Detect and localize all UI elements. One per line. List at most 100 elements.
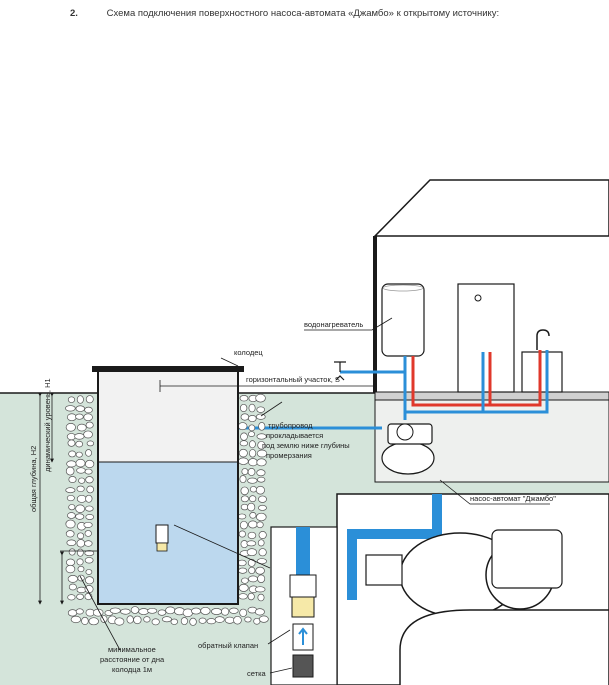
- heading-number: 2.: [70, 8, 78, 19]
- gravel-stone: [180, 617, 188, 626]
- gravel-stone: [83, 430, 93, 439]
- gravel-stone: [84, 540, 93, 547]
- gravel-stone: [85, 449, 92, 457]
- label-pipeline-line-3: под землю ниже глубины: [262, 441, 350, 450]
- gravel-stone: [247, 592, 255, 601]
- gravel-stone: [83, 521, 93, 528]
- gravel-stone: [246, 548, 258, 557]
- gravel-stone: [239, 395, 249, 402]
- gravel-stone: [85, 513, 95, 520]
- gravel-stone: [66, 460, 77, 468]
- gravel-stone: [249, 440, 256, 449]
- gravel-stone: [239, 520, 248, 530]
- gravel-stone: [249, 486, 257, 493]
- gravel-stone: [248, 403, 256, 413]
- gravel-stone: [77, 532, 85, 540]
- sink: [521, 329, 563, 393]
- gravel-stone: [258, 495, 267, 503]
- gravel-stone: [258, 504, 267, 511]
- gravel-stone: [66, 539, 77, 546]
- gravel-stone: [233, 615, 242, 625]
- flow-up-arrow-icon: [298, 627, 308, 645]
- gravel-stone: [143, 616, 151, 623]
- gravel-stone: [182, 608, 193, 618]
- gravel-stone: [211, 608, 223, 615]
- gravel-stone: [255, 393, 266, 403]
- gravel-stone: [257, 593, 265, 602]
- gravel-stone: [165, 606, 176, 615]
- gravel-stone: [76, 423, 87, 432]
- gravel-stone: [109, 607, 121, 614]
- gravel-stone: [240, 413, 250, 421]
- gravel-stone: [76, 467, 86, 474]
- gravel-stone: [76, 494, 87, 503]
- shower-head-icon: [474, 294, 482, 302]
- gravel-stone: [238, 593, 248, 600]
- gravel-stone: [81, 616, 89, 625]
- gravel-stone: [255, 413, 266, 420]
- gravel-stone: [257, 574, 266, 583]
- label-water-heater: водонагреватель: [304, 320, 363, 329]
- gravel-stone: [84, 468, 93, 475]
- gravel-stone: [240, 495, 249, 503]
- gravel-stone: [241, 468, 249, 475]
- gravel-stone: [84, 550, 95, 557]
- gravel-stone: [247, 558, 256, 567]
- gravel-stone: [238, 567, 248, 574]
- gravel-stone: [75, 451, 83, 458]
- gravel-stone: [258, 615, 269, 623]
- water-heater: [381, 283, 425, 357]
- gravel-stone: [77, 565, 85, 573]
- gravel-stone: [76, 548, 84, 557]
- gravel-stone: [248, 415, 257, 423]
- gravel-stone: [76, 558, 84, 566]
- gravel-stone: [126, 615, 134, 624]
- gravel-stone: [66, 558, 76, 567]
- gravel-stone: [75, 440, 84, 448]
- label-strainer: сетка: [247, 669, 267, 678]
- gravel-stone: [76, 593, 84, 600]
- gravel-stone: [248, 449, 257, 458]
- gravel-stone: [239, 403, 248, 413]
- gravel-stone: [247, 502, 256, 512]
- label-horizontal-section: горизонтальный участок, S: [246, 375, 340, 384]
- gravel-stone: [256, 558, 267, 565]
- gravel-stone: [74, 433, 85, 440]
- gravel-stone: [84, 530, 92, 537]
- gravel-stone: [78, 477, 86, 484]
- gravel-stone: [67, 575, 78, 583]
- gravel-stone: [65, 405, 76, 412]
- gravel-stone: [248, 458, 258, 467]
- gravel-stone: [65, 564, 76, 574]
- gravel-stone: [65, 530, 75, 538]
- gravel-stone: [241, 577, 249, 584]
- gravel-stone: [248, 520, 258, 529]
- label-min-distance-line-2: расстояние от дна: [100, 655, 165, 664]
- leader-lines: [79, 317, 550, 674]
- gravel-stone: [206, 618, 217, 625]
- outdoor-tap-icon: [334, 361, 346, 381]
- gravel-stone: [68, 476, 77, 484]
- heading-text: Схема подключения поверхностного насоса-…: [106, 8, 500, 19]
- gravel-stone: [68, 504, 76, 511]
- gravel-stone: [258, 531, 267, 539]
- heading: 2. Схема подключения поверхностного насо…: [70, 8, 499, 19]
- gravel-stone: [76, 485, 85, 493]
- gravel-stone: [85, 421, 94, 429]
- gravel-stone: [70, 615, 82, 624]
- gravel-stone: [237, 422, 248, 431]
- well: [92, 366, 244, 605]
- gravel-stone: [84, 406, 93, 414]
- valve-detail-inset: [270, 526, 338, 685]
- gravel-stone: [161, 616, 172, 623]
- label-pipeline-line-4: промерзания: [266, 451, 312, 460]
- gravel-stone: [239, 475, 247, 484]
- gravel-stone: [65, 519, 76, 529]
- gravel-stone: [238, 530, 246, 538]
- gravel-stone: [248, 424, 256, 432]
- gravel-stone: [198, 617, 207, 624]
- label-pipeline-line-1: трубопровод: [268, 421, 313, 430]
- gravel-stone: [238, 457, 249, 465]
- pump-detail-inset: [336, 493, 609, 685]
- label-pipeline: трубопровод прокладывается под землю ниж…: [262, 421, 352, 460]
